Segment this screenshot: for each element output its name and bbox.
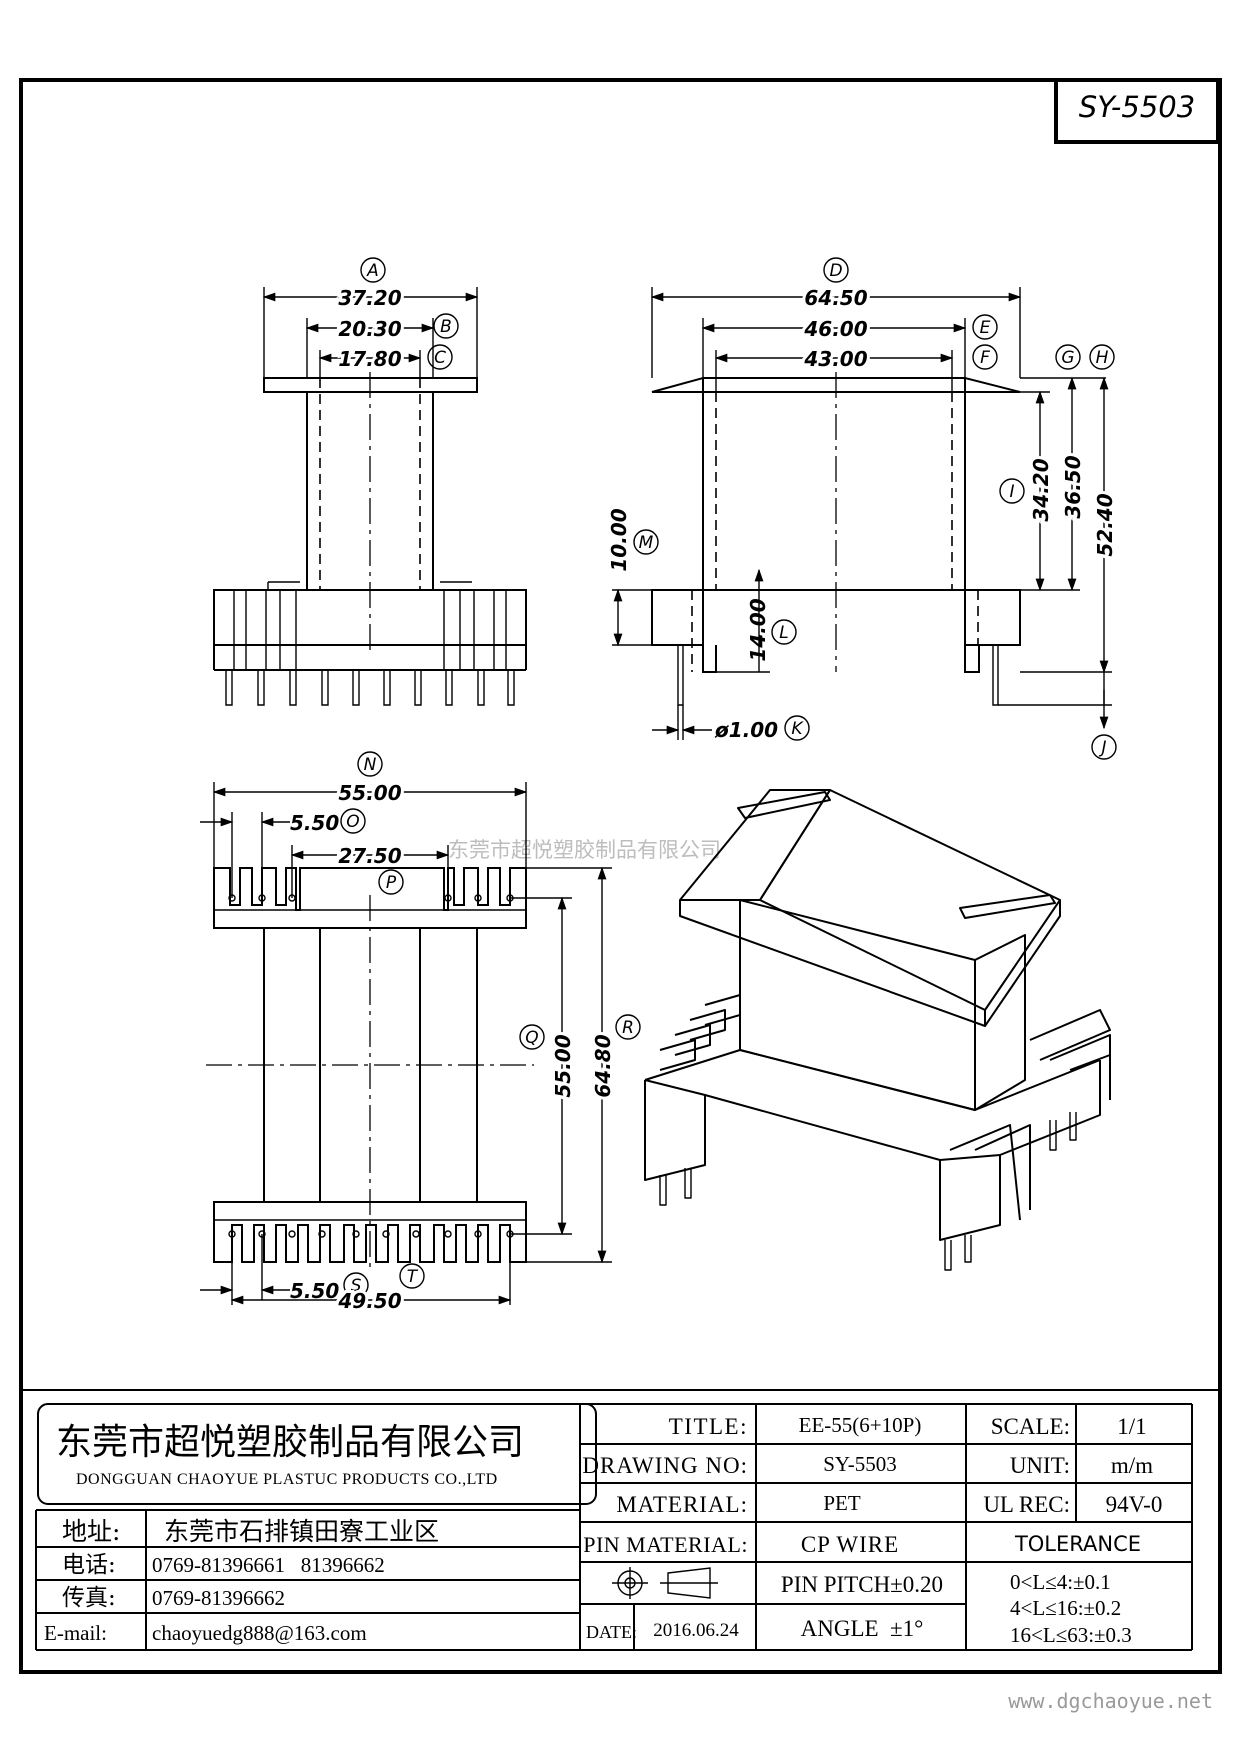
label-O: O xyxy=(346,812,359,832)
company-name-cn: 东莞市超悦塑胶制品有限公司 xyxy=(56,1422,524,1463)
date-value: 2016.06.24 xyxy=(653,1620,739,1641)
title-block: 东莞市超悦塑胶制品有限公司 DONGGUAN CHAOYUE PLASTUC P… xyxy=(35,1403,1193,1651)
pin-material-label: PIN MATERIAL: xyxy=(583,1532,748,1557)
dim-P: 27.50 xyxy=(338,844,401,868)
dim-I: 34.20 xyxy=(1029,458,1053,521)
phone-value: 0769-81396661 81396662 xyxy=(152,1553,385,1577)
company-name-en: DONGGUAN CHAOYUE PLASTUC PRODUCTS CO.,LT… xyxy=(76,1471,498,1488)
label-R: R xyxy=(622,1018,634,1038)
pin-pitch: PIN PITCH±0.20 xyxy=(781,1572,943,1597)
fax-label: 传真: xyxy=(62,1585,116,1611)
label-Q: Q xyxy=(525,1028,538,1048)
scale-value: 1/1 xyxy=(1117,1414,1146,1439)
dim-Q: 55.00 xyxy=(551,1034,575,1097)
dim-T: 49.50 xyxy=(337,1289,401,1313)
label-M: M xyxy=(639,533,654,553)
website-url: www.dgchaoyue.net xyxy=(1008,1689,1213,1713)
email-value: chaoyuedg888@163.com xyxy=(152,1621,367,1645)
angle: ANGLE ±1° xyxy=(801,1616,924,1641)
tolerance-2: 4<L≤16:±0.2 xyxy=(1010,1596,1121,1620)
dim-F: 43.00 xyxy=(803,347,867,371)
dim-K: ø1.00 xyxy=(714,718,778,742)
watermark-text: 东莞市超悦塑胶制品有限公司 xyxy=(448,838,721,862)
dim-B: 20.30 xyxy=(338,317,401,341)
label-P: P xyxy=(386,873,397,893)
ul-rec-label: UL REC: xyxy=(983,1492,1070,1517)
label-G: G xyxy=(1061,348,1074,368)
scale-label: SCALE: xyxy=(991,1414,1070,1439)
label-E: E xyxy=(980,318,991,338)
drawing-no-label: DRAWING NO: xyxy=(582,1453,748,1478)
tolerance-3: 16<L≤63:±0.3 xyxy=(1010,1623,1132,1647)
dim-L: 14.00 xyxy=(746,598,770,661)
date-label: DATE: xyxy=(586,1622,637,1642)
label-T: T xyxy=(407,1267,419,1287)
dim-M: 10.00 xyxy=(607,508,631,571)
drawing-no-value: SY-5503 xyxy=(823,1452,897,1476)
tolerance-label: TOLERANCE xyxy=(1014,1532,1141,1556)
side-view: 64.50 D 46.00 E 43.00 F G H 34.20 I 36.5… xyxy=(607,257,1120,760)
top-view: 55.00 N 5.50 O 27.50 P 55.00 Q 64.80 R xyxy=(200,751,641,1316)
label-C: C xyxy=(434,348,446,368)
label-H: H xyxy=(1096,348,1109,368)
part-number: SY-5503 xyxy=(1079,90,1195,124)
email-label: E-mail: xyxy=(44,1621,107,1645)
isometric-view xyxy=(644,789,1111,1271)
dim-h1: 36.50 xyxy=(1061,455,1085,518)
dim-h2: 52.40 xyxy=(1093,493,1117,556)
label-J: J xyxy=(1098,738,1106,758)
front-view: 37.20 A 20.30 B 17.80 C xyxy=(213,257,527,706)
unit-value: m/m xyxy=(1111,1453,1153,1478)
title-value: EE-55(6+10P) xyxy=(799,1413,922,1437)
part-number-box: SY-5503 xyxy=(1054,78,1220,144)
dim-N: 55.00 xyxy=(338,781,401,805)
address-label: 地址: xyxy=(62,1517,120,1546)
title-label: TITLE: xyxy=(669,1414,748,1439)
material-label: MATERIAL: xyxy=(616,1492,748,1517)
label-B: B xyxy=(440,317,452,337)
dim-C: 17.80 xyxy=(338,347,401,371)
unit-label: UNIT: xyxy=(1010,1453,1070,1478)
projection-symbol-icon xyxy=(612,1567,718,1599)
drawing-border xyxy=(19,78,1222,1674)
label-S: S xyxy=(351,1276,362,1296)
label-N: N xyxy=(364,755,377,775)
phone-label: 电话: xyxy=(62,1552,116,1578)
label-F: F xyxy=(980,348,990,368)
label-K: K xyxy=(791,719,804,739)
label-L: L xyxy=(779,623,788,643)
address-value: 东莞市石排镇田寮工业区 xyxy=(164,1517,439,1546)
dim-D: 64.50 xyxy=(804,286,867,310)
dim-E: 46.00 xyxy=(803,317,867,341)
ul-rec-value: 94V-0 xyxy=(1106,1492,1163,1517)
dim-O: 5.50 xyxy=(290,811,339,835)
label-I: I xyxy=(1009,482,1014,502)
dim-R: 64.80 xyxy=(591,1034,615,1097)
pin-material-value: CP WIRE xyxy=(801,1532,899,1557)
dim-A: 37.20 xyxy=(338,286,401,310)
label-D: D xyxy=(829,261,842,281)
tolerance-1: 0<L≤4:±0.1 xyxy=(1010,1570,1111,1594)
material-value: PET xyxy=(823,1491,861,1515)
label-A: A xyxy=(366,261,379,281)
fax-value: 0769-81396662 xyxy=(152,1586,285,1610)
